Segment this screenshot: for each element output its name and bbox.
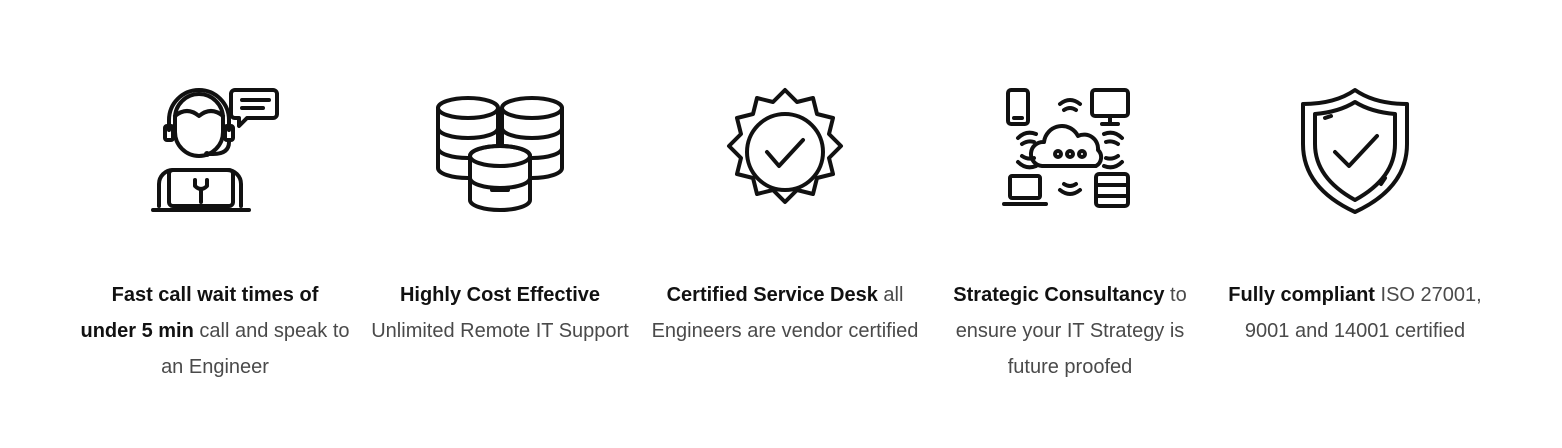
feature-fast-call: Fast call wait times of under 5 min call… [80,0,350,448]
feature-fast-call-text: Fast call wait times of under 5 min call… [80,277,350,385]
feature-bold: Strategic Consultancy [953,284,1165,306]
feature-bold: under 5 min [80,320,194,342]
feature-description: to ensure your IT Strategy is future pro… [955,284,1187,378]
feature-bold: Highly Cost Effective [399,284,601,306]
feature-bold: Certified Service Desk [666,284,878,306]
feature-compliant: Fully compliant ISO 27001, 9001 and 1400… [1220,0,1490,448]
feature-consultancy: Strategic Consultancy to ensure your IT … [935,0,1205,448]
feature-bold: Fast call wait times of [111,284,319,306]
feature-description: all Engineers are vendor certified [651,284,919,342]
feature-certified-desk-text: Certified Service Desk all Engineers are… [650,277,920,349]
feature-description: call and speak to an Engineer [161,320,350,378]
feature-consultancy-text: Strategic Consultancy to ensure your IT … [935,277,1205,385]
shield-check-icon [1285,86,1425,216]
feature-cost-effective: Highly Cost Effective Unlimited Remote I… [365,0,635,448]
feature-cost-effective-text: Highly Cost Effective Unlimited Remote I… [365,277,635,349]
cloud-network-icon [1000,86,1140,216]
support-agent-icon [145,86,285,216]
feature-bold: Fully compliant [1228,284,1375,306]
certified-badge-icon [715,86,855,216]
feature-compliant-text: Fully compliant ISO 27001, 9001 and 1400… [1220,277,1490,349]
feature-description: Unlimited Remote IT Support [371,320,629,342]
database-coins-icon [430,86,570,216]
feature-description: ISO 27001, 9001 and 14001 certified [1244,284,1482,342]
feature-certified-desk: Certified Service Desk all Engineers are… [650,0,920,448]
